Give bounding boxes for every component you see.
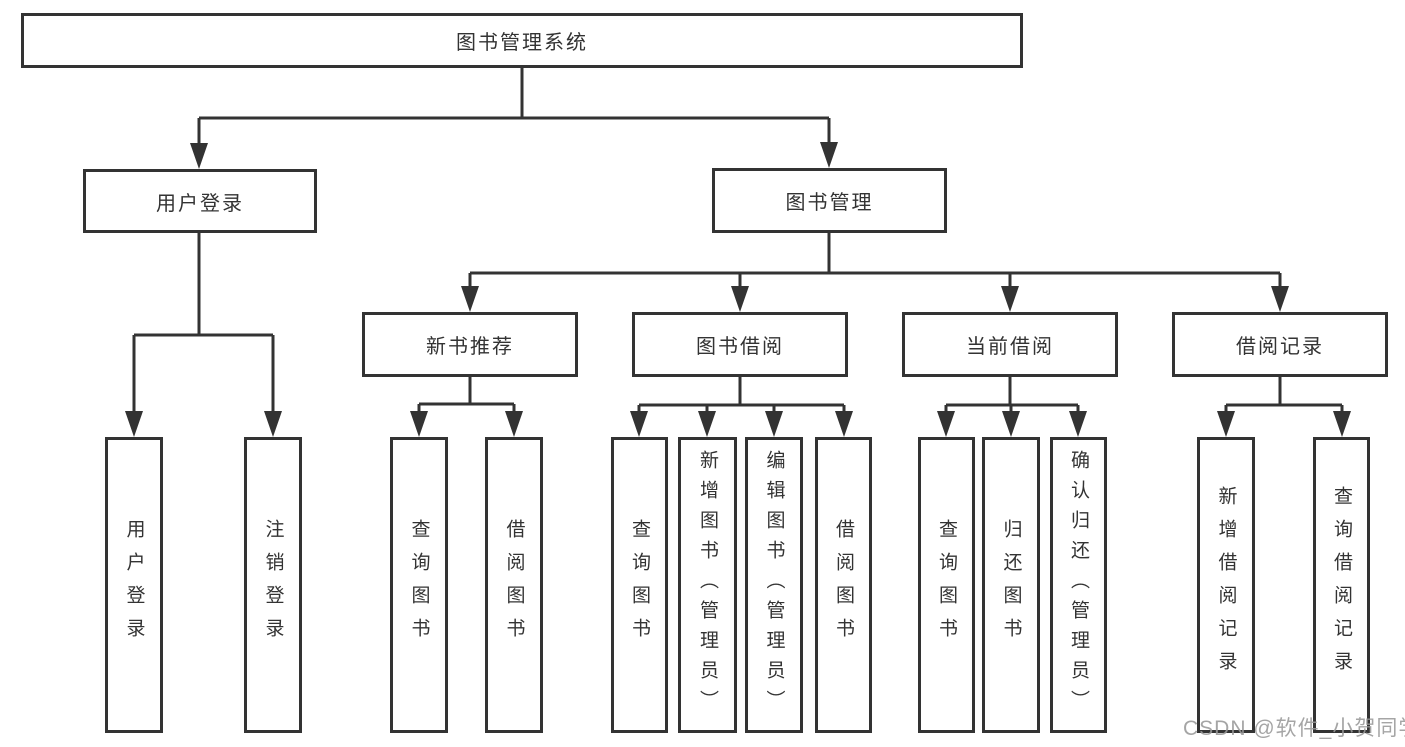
node-borrowing-records: 借阅记录 (1172, 312, 1388, 377)
leaf-query-books-current: 查询图书 (918, 437, 975, 733)
node-label: 图书管理 (785, 192, 874, 214)
node-current-borrowing: 当前借阅 (902, 312, 1118, 377)
node-label: 图书借阅 (696, 336, 784, 358)
arrow-heads (125, 142, 1351, 437)
leaf-label: 新增借阅记录 (1215, 486, 1237, 684)
leaf-label: 确认归还（管理员） (1068, 450, 1089, 720)
leaf-label: 借阅图书 (833, 519, 854, 651)
csdn-watermark: CSDN @软件_小贺同学 (1183, 717, 1405, 740)
leaf-label: 注销登录 (262, 519, 284, 651)
leaf-label: 查询图书 (936, 519, 957, 651)
node-label: 新书推荐 (426, 336, 514, 358)
node-user-login: 用户登录 (83, 169, 317, 233)
leaf-user-login: 用户登录 (105, 437, 163, 733)
leaf-borrow-books: 借阅图书 (815, 437, 872, 733)
node-library-management-system: 图书管理系统 (21, 13, 1023, 68)
leaf-label: 查询图书 (408, 519, 430, 651)
leaf-label: 借阅图书 (503, 519, 525, 651)
leaf-label: 查询图书 (629, 519, 650, 651)
leaf-logout-login: 注销登录 (244, 437, 302, 733)
node-label: 借阅记录 (1236, 336, 1324, 358)
node-label: 当前借阅 (966, 336, 1054, 358)
node-book-management: 图书管理 (712, 168, 947, 233)
node-book-borrowing: 图书借阅 (632, 312, 848, 377)
leaf-return-books: 归还图书 (982, 437, 1040, 733)
leaf-label: 编辑图书（管理员） (763, 450, 785, 720)
leaf-edit-books-admin: 编辑图书（管理员） (745, 437, 803, 733)
leaf-label: 新增图书（管理员） (697, 450, 718, 720)
node-label: 图书管理系统 (456, 32, 588, 54)
node-new-book-recommendation: 新书推荐 (362, 312, 578, 377)
leaf-label: 归还图书 (1000, 519, 1022, 651)
leaf-query-books-recommend: 查询图书 (390, 437, 448, 733)
node-label: 用户登录 (156, 192, 244, 215)
leaf-query-borrow-record: 查询借阅记录 (1313, 437, 1370, 733)
leaf-confirm-return-admin: 确认归还（管理员） (1050, 437, 1107, 733)
leaf-label: 用户登录 (123, 519, 145, 651)
leaf-borrow-books-recommend: 借阅图书 (485, 437, 543, 733)
leaf-label: 查询借阅记录 (1331, 486, 1352, 684)
leaf-add-books-admin: 新增图书（管理员） (678, 437, 737, 733)
leaf-add-borrow-record: 新增借阅记录 (1197, 437, 1255, 733)
leaf-query-books-borrow: 查询图书 (611, 437, 668, 733)
